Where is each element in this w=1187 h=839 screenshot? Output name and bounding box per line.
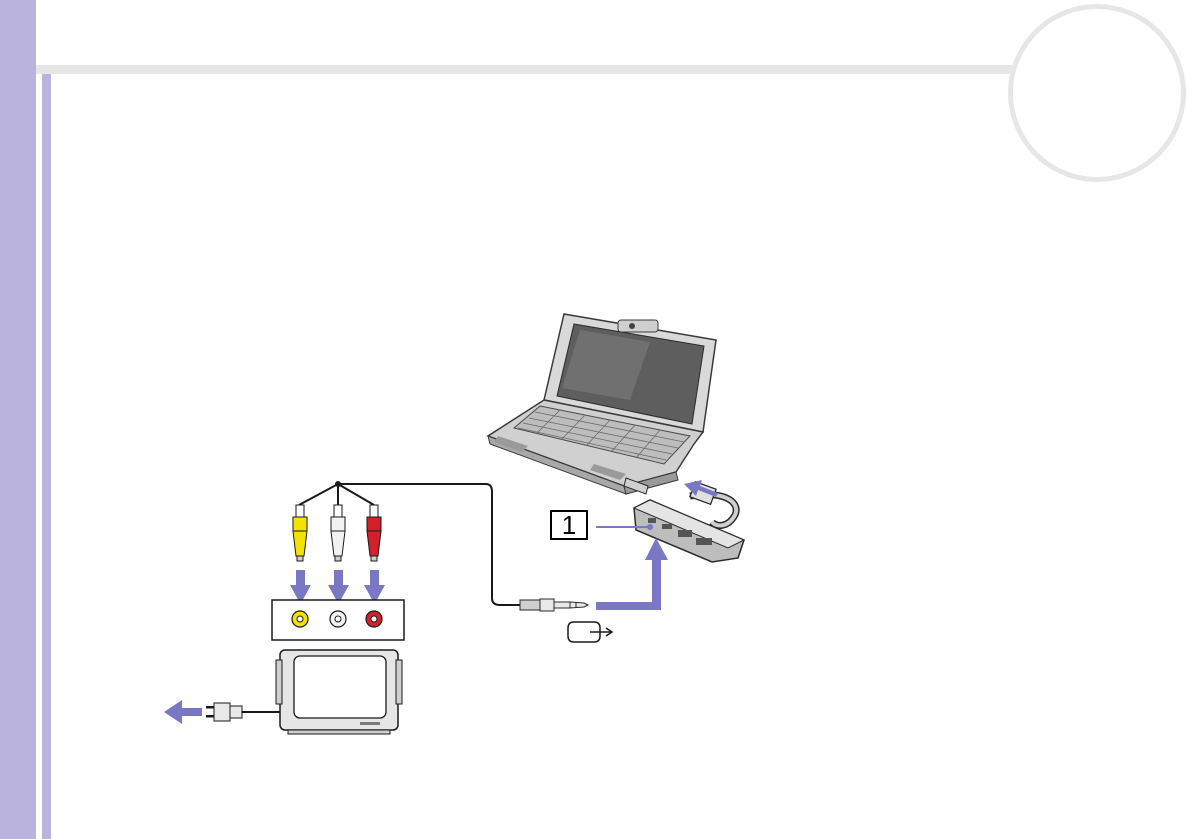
connect-arrow-av-out: [596, 538, 668, 610]
power-outlet-arrow: [164, 700, 202, 724]
red-rca-plug: [367, 505, 381, 561]
step-label: 1: [550, 510, 588, 540]
stereo-mini-plug: [520, 599, 588, 611]
insert-arrows: [290, 570, 385, 604]
step-leader-dot: [647, 524, 653, 530]
tv-input-panel: [272, 600, 404, 640]
white-rca-plug: [331, 505, 345, 561]
laptop: [488, 314, 716, 494]
port-replicator: [624, 478, 744, 562]
tv: [276, 650, 402, 734]
yellow-rca-plug: [293, 505, 307, 561]
power-plug: [206, 703, 280, 721]
av-out-icon: [568, 622, 612, 642]
